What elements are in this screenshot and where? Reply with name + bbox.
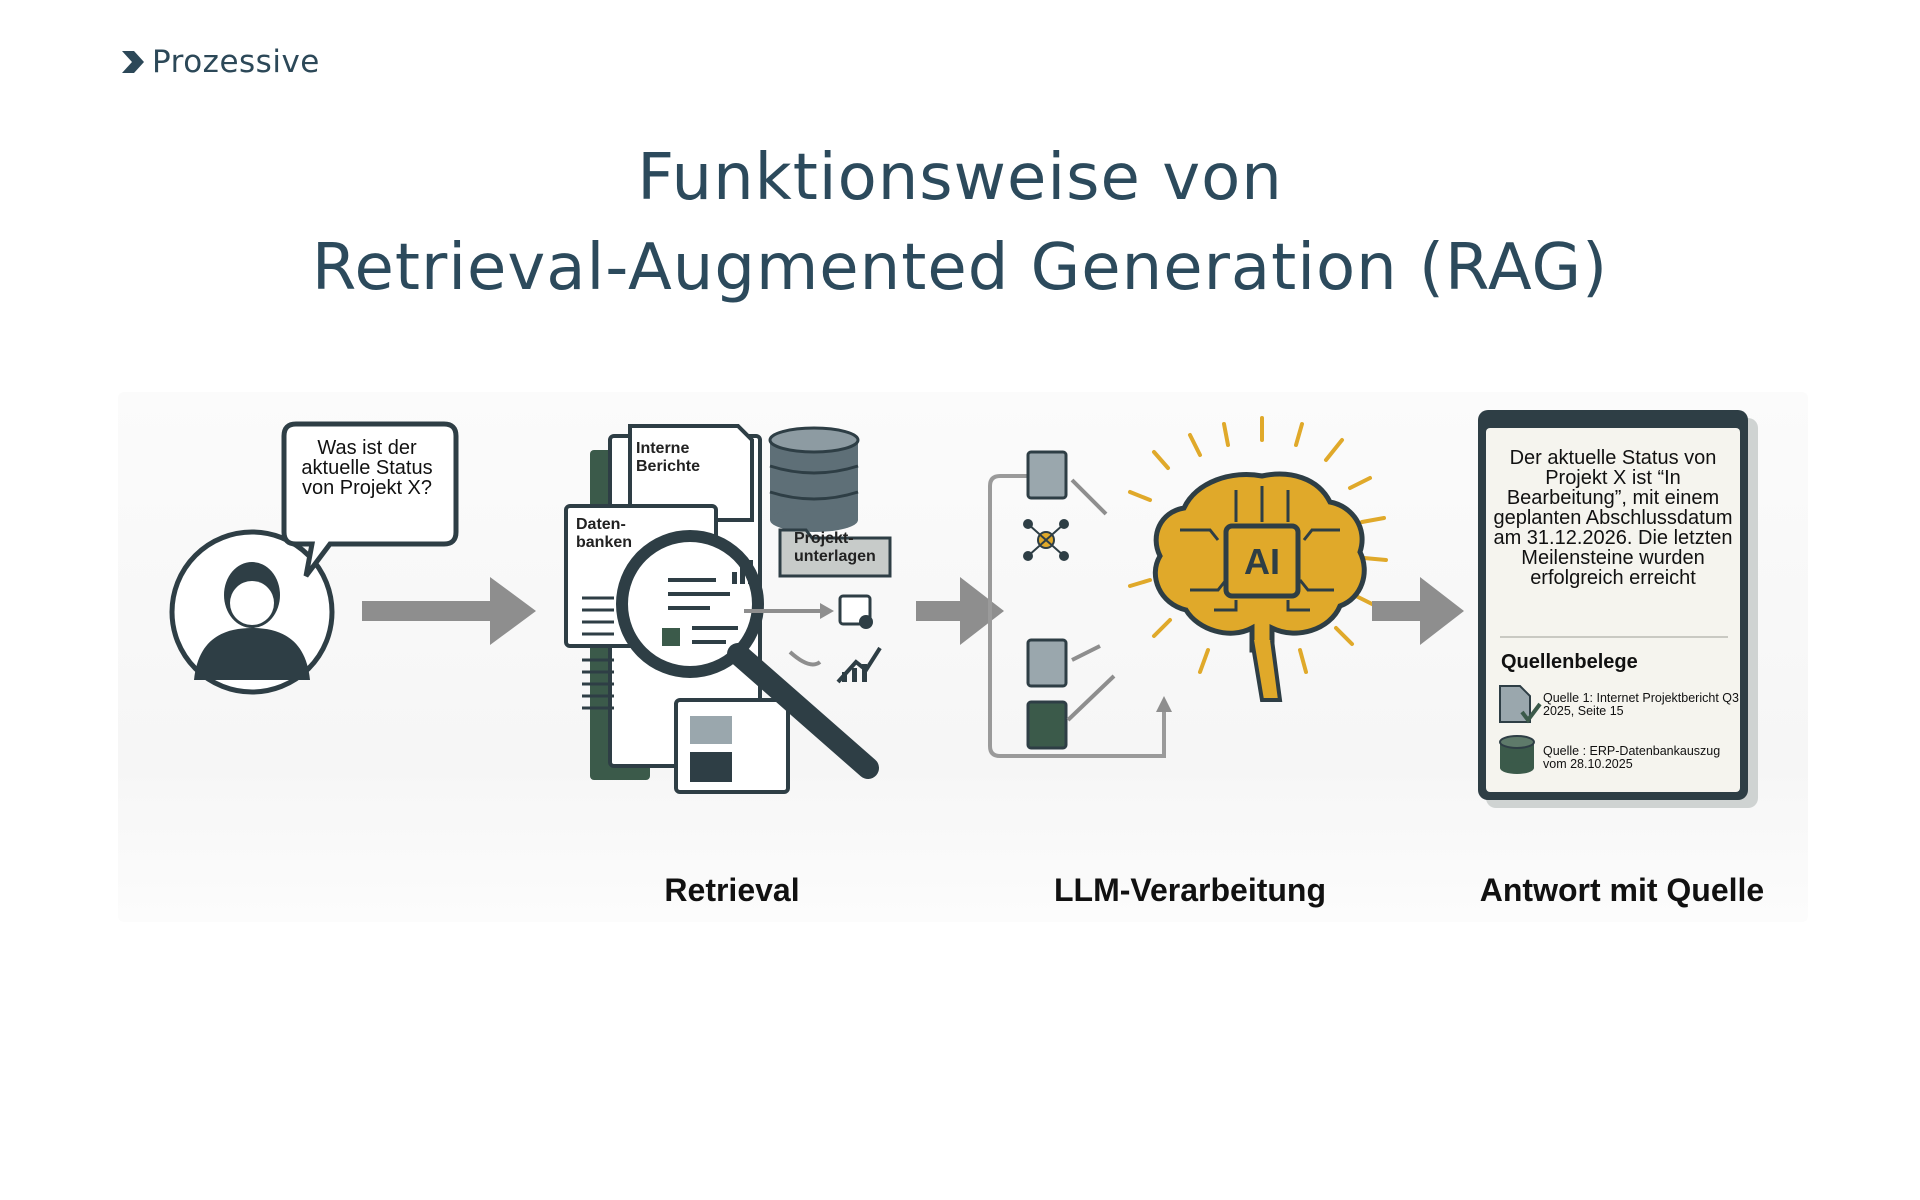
brand-logo: Prozessive <box>120 44 320 80</box>
doc-label-project-docs: Projekt-unterlagen <box>794 530 876 565</box>
title-line-2: Retrieval-Augmented Generation (RAG) <box>311 231 1609 306</box>
network-node-icon <box>1023 519 1069 561</box>
flow-arrow-1 <box>362 577 536 645</box>
llm-inputs <box>988 450 1172 758</box>
ai-chip-label: AI <box>1244 541 1280 582</box>
user-avatar-icon <box>169 529 335 695</box>
doc-label-databases: Daten-banken <box>576 516 633 551</box>
title-line-1: Funktionsweise von <box>637 141 1283 216</box>
retrieval-illustration <box>564 424 892 794</box>
answer-text: Der aktuelle Status von Projekt X ist “I… <box>1493 447 1733 589</box>
flow-arrow-3 <box>1372 577 1464 645</box>
stage-label-answer: Antwort mit Quelle <box>1479 872 1765 908</box>
source-item-2: Quelle : ERP-Datenbankauszug vom 28.10.2… <box>1543 744 1721 771</box>
chevron-logo-icon <box>122 51 144 73</box>
user-question: Was ist der aktuelle Status von Projekt … <box>301 437 433 499</box>
flow-arrow-2 <box>916 577 1004 645</box>
ai-brain-icon <box>1128 416 1388 702</box>
page-title: Funktionsweise von Retrieval-Augmented G… <box>0 133 1920 313</box>
database-icon <box>1499 735 1535 774</box>
stage-label-llm: LLM-Verarbeitung <box>1053 872 1327 908</box>
stage-label-retrieval: Retrieval <box>664 872 800 908</box>
doc-label-internal-reports: Interne Berichte <box>636 440 701 475</box>
sources-heading: Quellenbelege <box>1501 651 1638 673</box>
source-item-1: Quelle 1: Internet Projektbericht Q3 202… <box>1543 691 1739 718</box>
database-cylinder-icon <box>768 426 860 532</box>
document-check-icon <box>1499 685 1542 724</box>
brand-name: Prozessive <box>152 44 320 80</box>
speech-bubble <box>281 421 459 578</box>
answer-card-frame <box>1478 410 1758 808</box>
